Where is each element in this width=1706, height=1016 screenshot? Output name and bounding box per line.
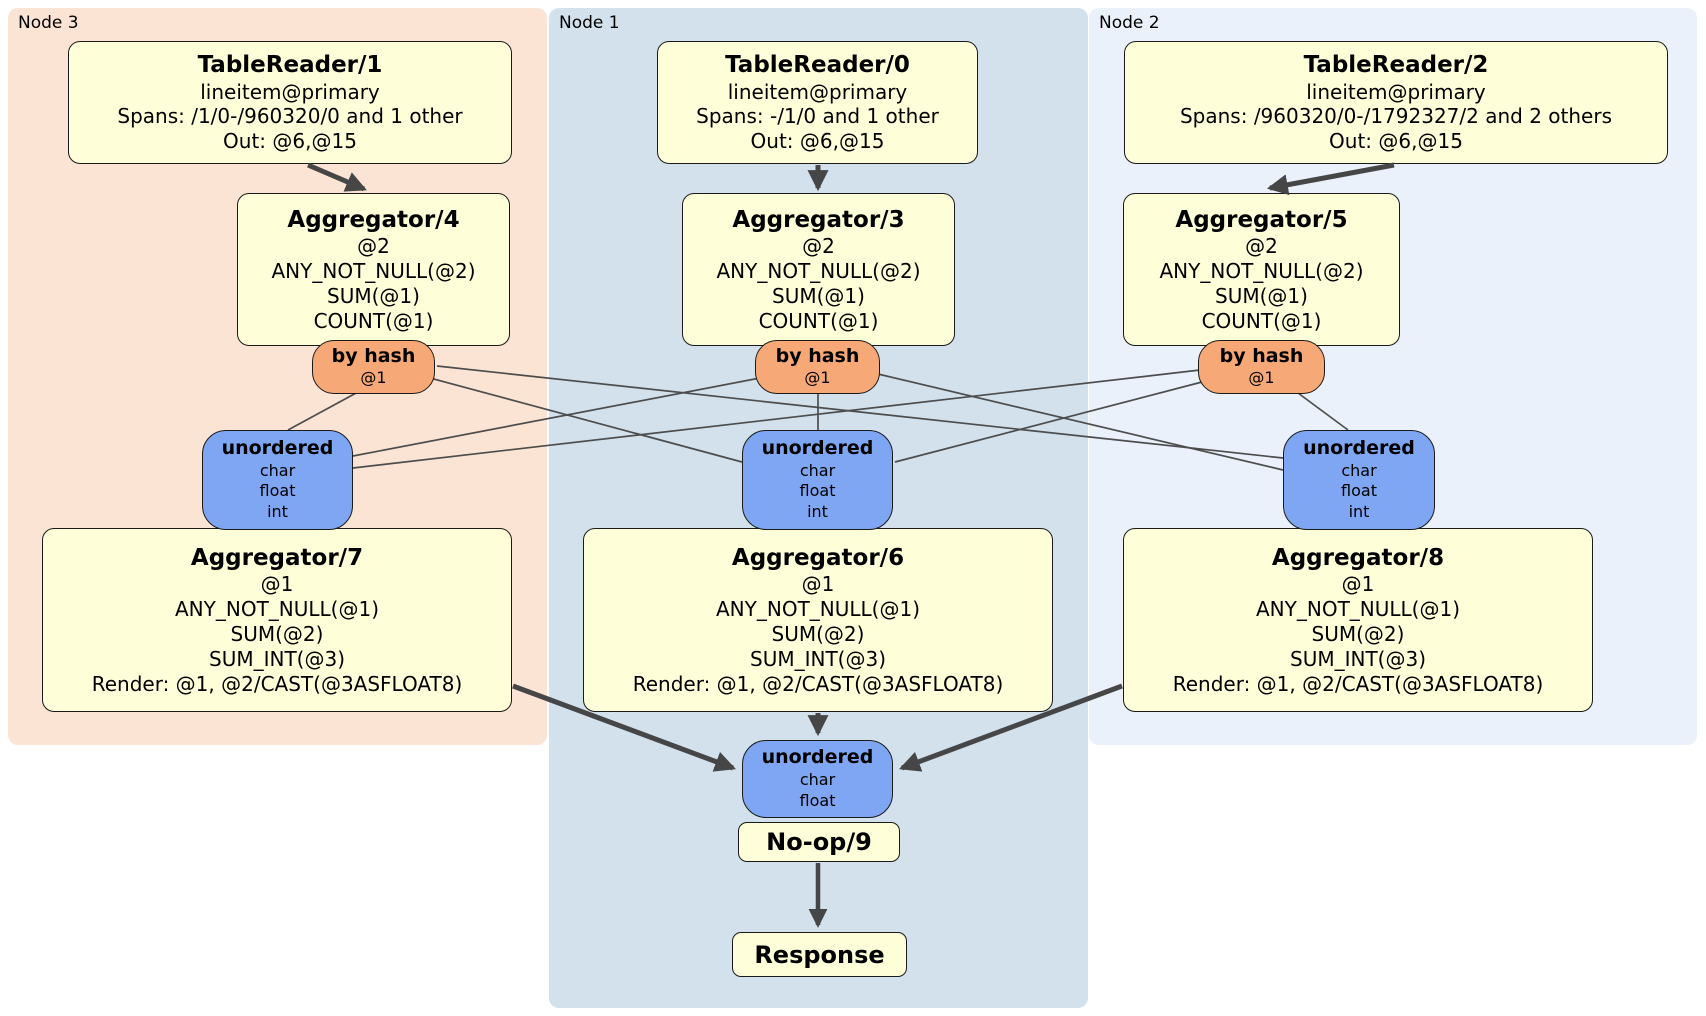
node-detail: Out: @6,@15 — [1329, 129, 1463, 154]
node-detail: Out: @6,@15 — [223, 129, 357, 154]
node-aggregator-6: Aggregator/6 @1 ANY_NOT_NULL(@1) SUM(@2)… — [583, 528, 1053, 712]
node-tablereader-0: TableReader/0 lineitem@primary Spans: -/… — [657, 41, 978, 164]
node-detail: SUM(@2) — [771, 621, 865, 646]
node-title: No-op/9 — [766, 828, 872, 856]
node-response: Response — [732, 932, 907, 977]
node-detail: Render: @1, @2/CAST(@3ASFLOAT8) — [632, 671, 1004, 696]
node-detail: Render: @1, @2/CAST(@3ASFLOAT8) — [1172, 671, 1544, 696]
sync-unordered-node3: unordered char float int — [202, 430, 353, 530]
sync-detail: char — [799, 460, 836, 480]
node-noop-9: No-op/9 — [738, 822, 900, 862]
node-aggregator-5: Aggregator/5 @2 ANY_NOT_NULL(@2) SUM(@1)… — [1123, 193, 1400, 346]
node-detail: @2 — [802, 234, 835, 259]
router-title: by hash — [1219, 344, 1304, 367]
node-title: TableReader/2 — [1303, 51, 1489, 78]
node-detail: SUM(@1) — [327, 283, 420, 308]
router-detail: @1 — [804, 368, 831, 388]
node-detail: Spans: -/1/0 and 1 other — [696, 104, 939, 129]
node-detail: SUM(@2) — [230, 621, 324, 646]
node-detail: @2 — [1245, 234, 1278, 259]
sync-detail: int — [267, 502, 288, 522]
node-detail: @2 — [357, 234, 390, 259]
sync-unordered-node2: unordered char float int — [1283, 430, 1435, 530]
node-detail: Render: @1, @2/CAST(@3ASFLOAT8) — [91, 671, 463, 696]
node-title: Aggregator/5 — [1175, 206, 1348, 233]
node-detail: lineitem@primary — [200, 79, 380, 104]
sync-detail: int — [807, 502, 828, 522]
node-title: TableReader/0 — [725, 51, 910, 78]
router-title: by hash — [331, 344, 416, 367]
sync-title: unordered — [761, 746, 874, 769]
node-detail: SUM(@1) — [1215, 283, 1308, 308]
node-detail: lineitem@primary — [1306, 79, 1486, 104]
router-byhash-node2: by hash @1 — [1198, 340, 1325, 394]
sync-detail: int — [1348, 502, 1370, 522]
node-detail: ANY_NOT_NULL(@2) — [271, 259, 476, 284]
node-detail: SUM_INT(@3) — [209, 646, 345, 671]
node-title: Aggregator/4 — [287, 206, 460, 233]
node-detail: SUM_INT(@3) — [750, 646, 886, 671]
sync-title: unordered — [221, 436, 334, 459]
router-byhash-node1: by hash @1 — [755, 340, 880, 394]
router-byhash-node3: by hash @1 — [312, 340, 435, 394]
node-title: Aggregator/7 — [190, 544, 364, 571]
node-tablereader-2: TableReader/2 lineitem@primary Spans: /9… — [1124, 41, 1668, 164]
node-title: Aggregator/8 — [1271, 544, 1445, 571]
node-detail: ANY_NOT_NULL(@2) — [716, 259, 921, 284]
node-detail: ANY_NOT_NULL(@1) — [716, 597, 920, 622]
node-title: Aggregator/6 — [731, 544, 905, 571]
node-aggregator-7: Aggregator/7 @1 ANY_NOT_NULL(@1) SUM(@2)… — [42, 528, 512, 712]
node-title: Response — [754, 940, 885, 969]
node-detail: Spans: /960320/0-/1792327/2 and 2 others — [1179, 104, 1612, 129]
node-detail: ANY_NOT_NULL(@2) — [1159, 259, 1364, 284]
node-detail: COUNT(@1) — [313, 308, 434, 333]
sync-detail: char — [259, 460, 296, 480]
node-detail: lineitem@primary — [727, 79, 908, 104]
sync-unordered-final: unordered char float — [742, 740, 893, 818]
node-detail: ANY_NOT_NULL(@1) — [175, 597, 379, 622]
sync-unordered-node1: unordered char float int — [742, 430, 893, 530]
node-aggregator-4: Aggregator/4 @2 ANY_NOT_NULL(@2) SUM(@1)… — [237, 193, 510, 346]
panel-node-3-label: Node 3 — [18, 13, 79, 33]
sync-detail: float — [1341, 481, 1377, 501]
node-detail: @1 — [1341, 572, 1375, 597]
node-detail: SUM(@2) — [1311, 621, 1405, 646]
node-title: TableReader/1 — [197, 51, 383, 78]
panel-node-1-label: Node 1 — [559, 13, 620, 33]
node-detail: @1 — [260, 572, 294, 597]
node-aggregator-8: Aggregator/8 @1 ANY_NOT_NULL(@1) SUM(@2)… — [1123, 528, 1593, 712]
router-detail: @1 — [360, 368, 387, 388]
sync-detail: float — [799, 790, 836, 810]
node-detail: ANY_NOT_NULL(@1) — [1256, 597, 1460, 622]
node-detail: @1 — [801, 572, 835, 597]
sync-title: unordered — [1303, 436, 1415, 459]
node-aggregator-3: Aggregator/3 @2 ANY_NOT_NULL(@2) SUM(@1)… — [682, 193, 955, 346]
sync-detail: float — [799, 481, 836, 501]
node-detail: SUM(@1) — [772, 283, 865, 308]
sync-title: unordered — [761, 436, 874, 459]
node-tablereader-1: TableReader/1 lineitem@primary Spans: /1… — [68, 41, 512, 164]
node-detail: Spans: /1/0-/960320/0 and 1 other — [117, 104, 463, 129]
panel-node-2-label: Node 2 — [1099, 13, 1160, 33]
node-detail: COUNT(@1) — [1201, 308, 1322, 333]
node-detail: COUNT(@1) — [758, 308, 879, 333]
sync-detail: float — [259, 481, 296, 501]
sync-detail: char — [799, 770, 836, 790]
node-title: Aggregator/3 — [732, 206, 905, 233]
node-detail: Out: @6,@15 — [750, 129, 885, 154]
sync-detail: char — [1341, 460, 1377, 480]
router-detail: @1 — [1248, 368, 1275, 388]
node-detail: SUM_INT(@3) — [1290, 646, 1426, 671]
router-title: by hash — [775, 344, 860, 367]
